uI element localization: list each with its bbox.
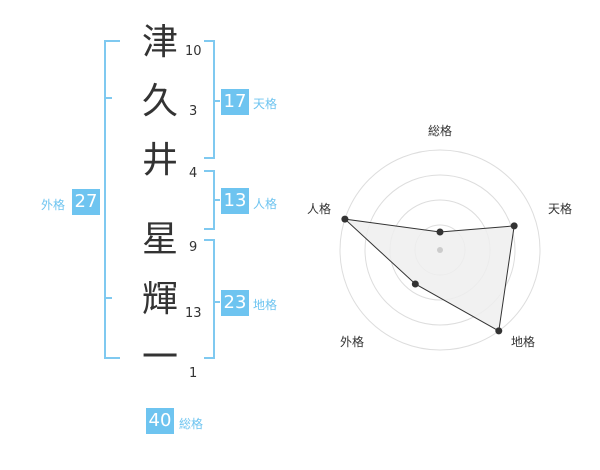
radar-axis-label-chikaku: 地格: [511, 334, 535, 349]
radar-axis-label-soukaku: 総格: [428, 123, 452, 138]
stroke-count-6: 1: [189, 366, 198, 381]
radar-point: [436, 228, 444, 236]
stroke-count-5: 13: [185, 306, 202, 321]
tenkaku-label: 天格: [253, 97, 278, 111]
radar-ring: [339, 149, 541, 351]
gaikaku-badge: 27: [72, 189, 100, 215]
soukaku-label: 総格: [179, 417, 204, 431]
radar-point: [341, 215, 349, 223]
jinkaku-label: 人格: [253, 197, 278, 211]
radar-center-dot: [437, 247, 443, 253]
name-char-4: 星: [142, 219, 179, 260]
radar-point: [510, 222, 518, 230]
jinkaku-badge: 13: [221, 188, 249, 214]
radar-points: [341, 215, 518, 335]
stroke-count-4: 9: [189, 240, 198, 255]
chikaku-badge: 23: [221, 290, 249, 316]
stroke-count-3: 4: [189, 166, 198, 181]
gaikaku-label: 外格: [41, 198, 66, 212]
name-char-6: 一: [142, 337, 179, 378]
radar-point: [411, 280, 419, 288]
radar-axis-label-gaikaku: 外格: [340, 334, 364, 349]
radar-point: [495, 327, 503, 335]
soukaku-badge: 40: [146, 408, 174, 434]
radar-axis-label-jinkaku: 人格: [307, 201, 331, 216]
chikaku-label: 地格: [253, 298, 278, 312]
tenkaku-badge: 17: [221, 89, 249, 115]
radar-axis-label-tenkaku: 天格: [548, 201, 572, 216]
name-char-5: 輝: [142, 279, 179, 320]
stroke-count-2: 3: [189, 104, 198, 119]
name-char-1: 津: [142, 22, 179, 63]
radar-area: [343, 218, 515, 332]
radar-ring: [364, 174, 516, 326]
name-char-3: 井: [142, 140, 179, 181]
stroke-count-1: 10: [185, 44, 202, 59]
name-char-2: 久: [142, 81, 179, 122]
